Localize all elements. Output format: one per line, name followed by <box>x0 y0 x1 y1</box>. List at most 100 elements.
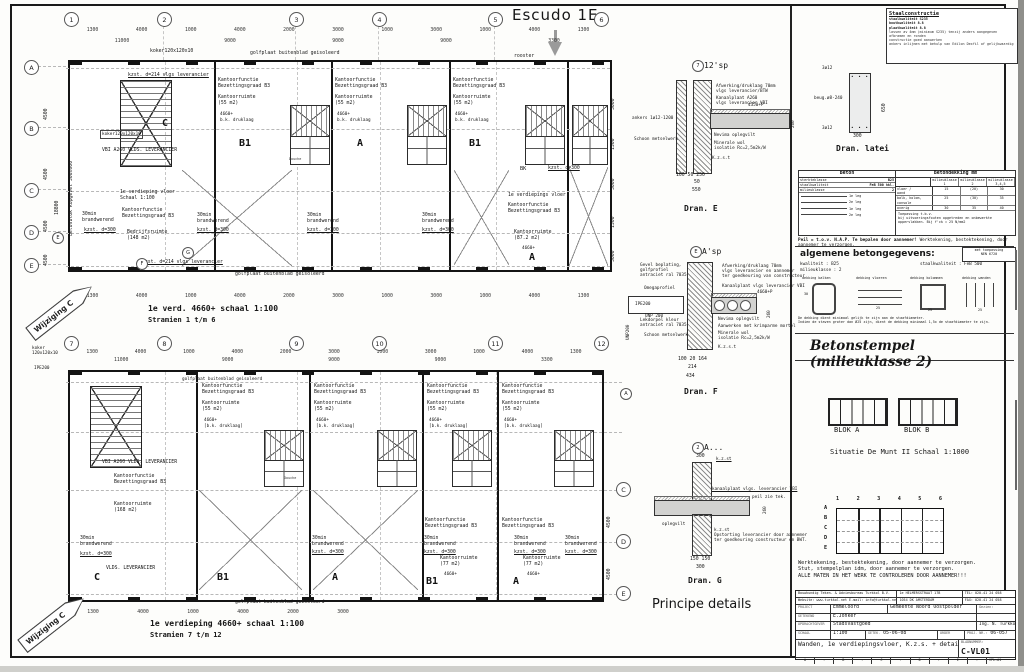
detail-caption: Dran. G <box>688 576 722 585</box>
fire-label: 30min brandwerend <box>424 536 456 547</box>
dim-value: 3000 <box>611 178 616 190</box>
grid-line <box>38 264 66 265</box>
dim-value: 50 <box>694 180 700 185</box>
tb-revision-row: A-B-C-D-E- VPL-A1 <box>796 657 1015 664</box>
floor-slab <box>710 113 790 129</box>
detail-ref: A'sp <box>702 247 722 256</box>
dim-value: 9000 <box>328 358 340 363</box>
field-label: OPDRACHTGEVER <box>796 622 831 630</box>
plan-note: 1e verdieping vloer Schaal 1:100 <box>120 190 175 201</box>
format-label: VPL-A1 <box>989 657 1002 662</box>
grid-line <box>165 372 166 600</box>
blok-a-plan <box>828 398 888 426</box>
field-label: Gezien: <box>979 605 994 609</box>
row-key: overig <box>896 205 933 210</box>
callout: Afwerking/druklaag 70mm vlgs leverancier… <box>722 264 805 280</box>
scale-value: 1:100 <box>831 631 866 639</box>
level-label: 4350+P <box>748 103 764 108</box>
legend-line <box>801 195 847 197</box>
party-wall <box>214 62 216 270</box>
callout: Aanwerken met krimparme mortel <box>718 324 796 329</box>
dim-value: 1500 <box>611 216 616 228</box>
client: Stadsvastgoed <box>831 622 977 630</box>
sheet-number: C-VL01 <box>961 647 990 657</box>
kzst-label: kzst. d=214 vlgs leverancier <box>142 260 223 265</box>
project-number: PROJ. NR.: 06-057 <box>965 631 1015 639</box>
checked-by: Ing. N. Turkkol <box>979 622 1015 627</box>
key-row: D <box>824 534 828 541</box>
party-wall <box>567 62 569 270</box>
steel-small-lines: lassen av 4mm (minimum S235) tenzij ande… <box>889 30 1015 47</box>
kzst-label: kzst. d=300 <box>565 550 597 555</box>
room-function: Kantoorfunctie Bezettingsgraad B3 <box>335 78 387 89</box>
firm-city: 1054 DK AMSTERDAM <box>897 598 963 604</box>
drawn-by: E.Jonker <box>831 614 977 621</box>
grid-line <box>38 231 66 232</box>
vlds-label: VLDS. LEVERANCIER <box>106 566 156 571</box>
field-label: PROJECT <box>796 605 831 613</box>
cover-value: (30) <box>961 196 989 205</box>
grid-line <box>496 372 497 600</box>
plan-caption: 1e verdieping 4660+ schaal 1:100 <box>150 619 305 628</box>
callout: ankers 1ø12-1200 <box>632 116 674 121</box>
bk-label: BK <box>520 166 527 172</box>
diagram-caption: dekking kolommen <box>910 276 943 280</box>
room-label: Kantoorruimte (55 m2) <box>453 95 491 106</box>
dim-value: 2000 <box>283 294 295 299</box>
dim-value: 4000 <box>234 294 246 299</box>
keyplan-grid <box>836 508 944 554</box>
panel-divider <box>790 6 792 658</box>
party-wall <box>196 372 198 600</box>
callout: Omegaprofiel <box>644 286 676 291</box>
dim-value: 4000 <box>528 294 541 299</box>
tb-firm-row2: Website: www.turkkol.net E-mail: info@tu… <box>796 598 1015 605</box>
row-key: vloer / wand <box>896 187 933 196</box>
revision-cells: A-B-C-D-E- <box>796 657 987 664</box>
level-label: 4660+ <box>429 418 442 423</box>
dim-value: 150 150 <box>690 557 711 562</box>
room-function: Kantoorfunctie Bezettingsgraad B3 <box>218 78 270 89</box>
norm-box: met toepassing NEN 6720 <box>962 247 1016 262</box>
dim-value: 650 <box>882 103 887 112</box>
keyplan-line <box>837 531 943 532</box>
dim-value: 1000 <box>479 294 492 299</box>
party-wall <box>309 372 311 600</box>
dim-value: 4500 <box>44 108 49 120</box>
grid-line <box>380 62 381 270</box>
scan-edge <box>0 666 1024 672</box>
party-wall <box>449 62 451 270</box>
col-title: Betondekking mm <box>896 171 1015 178</box>
dim-value: 4000 <box>528 28 541 33</box>
grid-line <box>297 62 298 270</box>
zone-label: B1 <box>239 138 252 149</box>
dim-value: 4000 <box>234 28 246 33</box>
stair <box>90 386 142 468</box>
prop-value: : FeB 500 <box>958 262 983 267</box>
wall <box>687 262 713 350</box>
row-value: FeB 500 hkl. <box>869 182 895 187</box>
note-line: staalkwaliteit S235 <box>889 17 928 22</box>
level-label: b.k. druklaag <box>455 118 489 123</box>
legend-label: 2e leg <box>849 200 862 205</box>
grid-bubble: D <box>24 225 39 240</box>
tb-description-row: Wanden, 1e verdiepingsvloer, K.z.s. + de… <box>796 640 1015 658</box>
firm-address: 1e HELMERSSTRAAT 17B <box>897 591 963 597</box>
zone-label: A <box>513 576 520 587</box>
kzst-label: kzst. d=300 <box>422 228 454 233</box>
cover-value: 15 <box>933 187 961 196</box>
grid-bubble: D <box>616 534 631 549</box>
dim-value: 300 <box>696 565 705 570</box>
detail-bubble: E <box>690 246 702 258</box>
level-label: b.k. druklaag <box>337 118 371 123</box>
stair <box>265 431 303 461</box>
callout: peil zie tek. <box>752 495 786 500</box>
revision-cell: B <box>834 657 854 664</box>
dim-value: 4500 <box>44 254 49 266</box>
dim-total: 18800 <box>55 200 60 215</box>
dim-value: 1000 <box>381 28 393 33</box>
key-col: 3 <box>877 496 881 502</box>
